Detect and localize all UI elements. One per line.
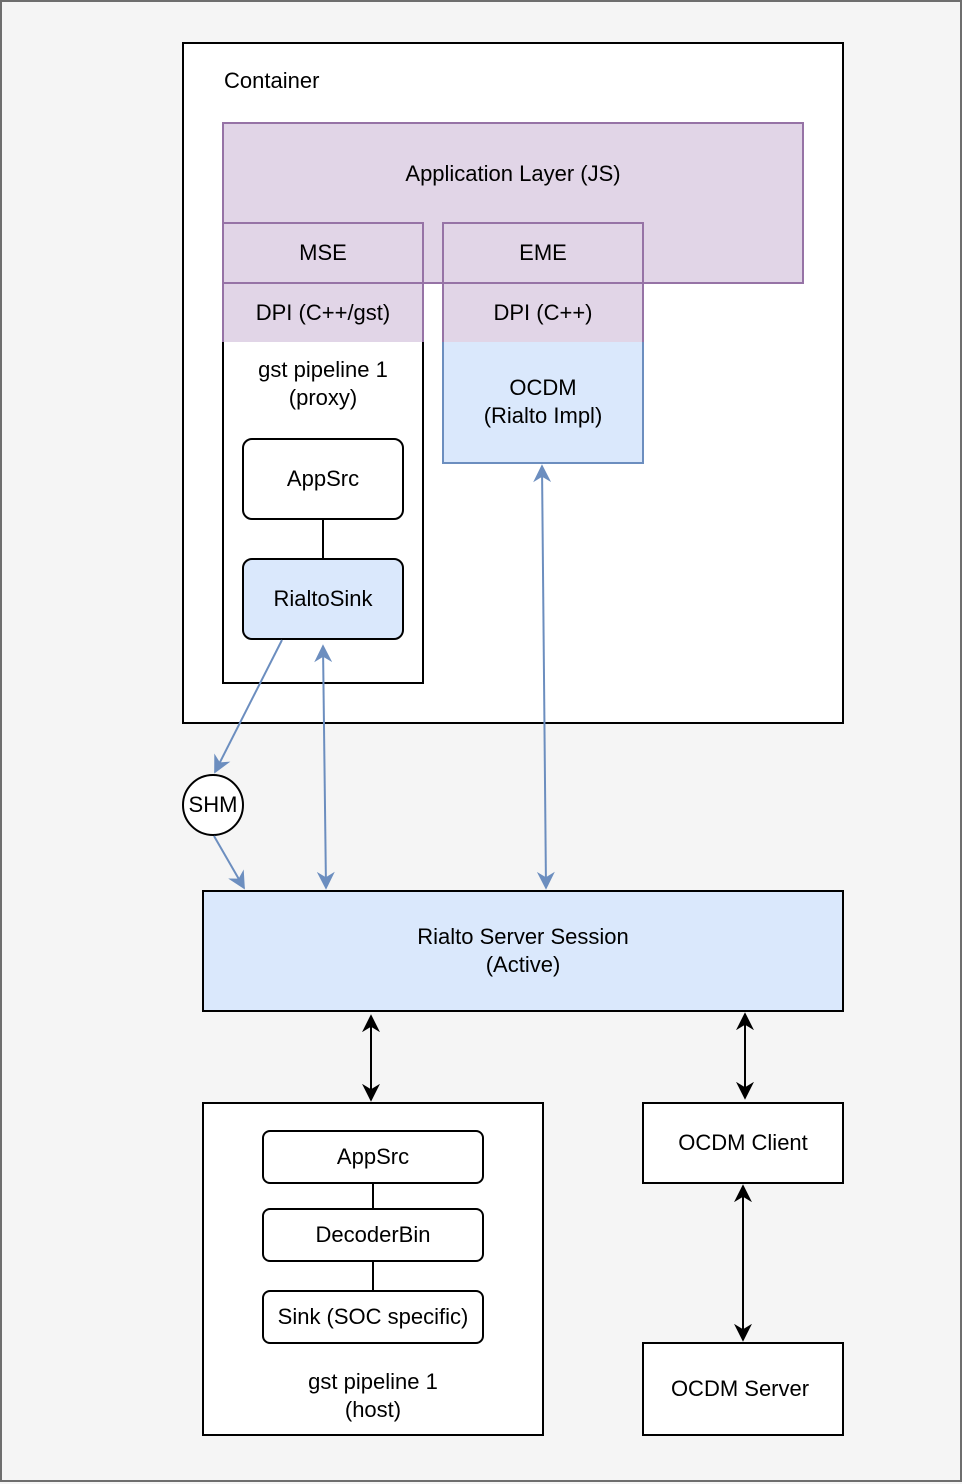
host-sink-label: Sink (SOC specific) xyxy=(277,1304,469,1329)
ocdm-server-box: OCDM Server xyxy=(642,1342,844,1436)
host-appsrc-label: AppSrc xyxy=(336,1144,410,1169)
arrow-ocdm-rialto-server-session xyxy=(533,464,555,890)
host-sink-box: Sink (SOC specific) xyxy=(262,1290,484,1344)
dpi-gst-box: DPI (C++/gst) xyxy=(222,282,424,344)
proxy-appsrc-box: AppSrc xyxy=(242,438,404,520)
dpi-cpp-box: DPI (C++) xyxy=(442,282,644,344)
ocdm-rialto-line1: OCDM xyxy=(509,375,577,400)
ocdm-rialto-impl-box: OCDM (Rialto Impl) xyxy=(442,342,644,464)
shm-node: SHM xyxy=(182,774,244,836)
mse-box: MSE xyxy=(222,222,424,284)
eme-label: EME xyxy=(519,240,567,265)
host-decoderbin-box: DecoderBin xyxy=(262,1208,484,1262)
application-layer-label: Application Layer (JS) xyxy=(405,161,621,186)
dpi-cpp-label: DPI (C++) xyxy=(493,300,593,325)
host-appsrc-box: AppSrc xyxy=(262,1130,484,1184)
ocdm-rialto-line2: (Rialto Impl) xyxy=(483,403,603,428)
arrow-rialtosink-server-session xyxy=(314,644,335,890)
proxy-pipeline-line2: (proxy) xyxy=(288,385,358,410)
host-pipeline-line2: (host) xyxy=(344,1397,402,1422)
proxy-pipeline-line1: gst pipeline 1 xyxy=(258,357,388,382)
server-session-line1: Rialto Server Session xyxy=(417,924,629,949)
arrow-shm-to-server-session xyxy=(213,835,245,890)
host-decoderbin-label: DecoderBin xyxy=(315,1222,431,1247)
ocdm-client-box: OCDM Client xyxy=(642,1102,844,1184)
rialto-sink-label: RialtoSink xyxy=(273,586,373,611)
rialto-sink-box: RialtoSink xyxy=(242,558,404,640)
dpi-gst-label: DPI (C++/gst) xyxy=(255,300,391,325)
host-pipeline-line1: gst pipeline 1 xyxy=(308,1369,438,1394)
rialto-server-session-box: Rialto Server Session (Active) xyxy=(202,890,844,1012)
ocdm-client-label: OCDM Client xyxy=(678,1130,808,1155)
arrow-rialtosink-to-shm xyxy=(214,639,283,774)
mse-label: MSE xyxy=(299,240,347,265)
ocdm-server-label: OCDM Server xyxy=(670,1376,810,1401)
eme-box: EME xyxy=(442,222,644,284)
server-session-line2: (Active) xyxy=(485,952,561,977)
proxy-appsrc-label: AppSrc xyxy=(286,466,360,491)
shm-label: SHM xyxy=(188,792,238,817)
container-label: Container xyxy=(224,68,320,93)
